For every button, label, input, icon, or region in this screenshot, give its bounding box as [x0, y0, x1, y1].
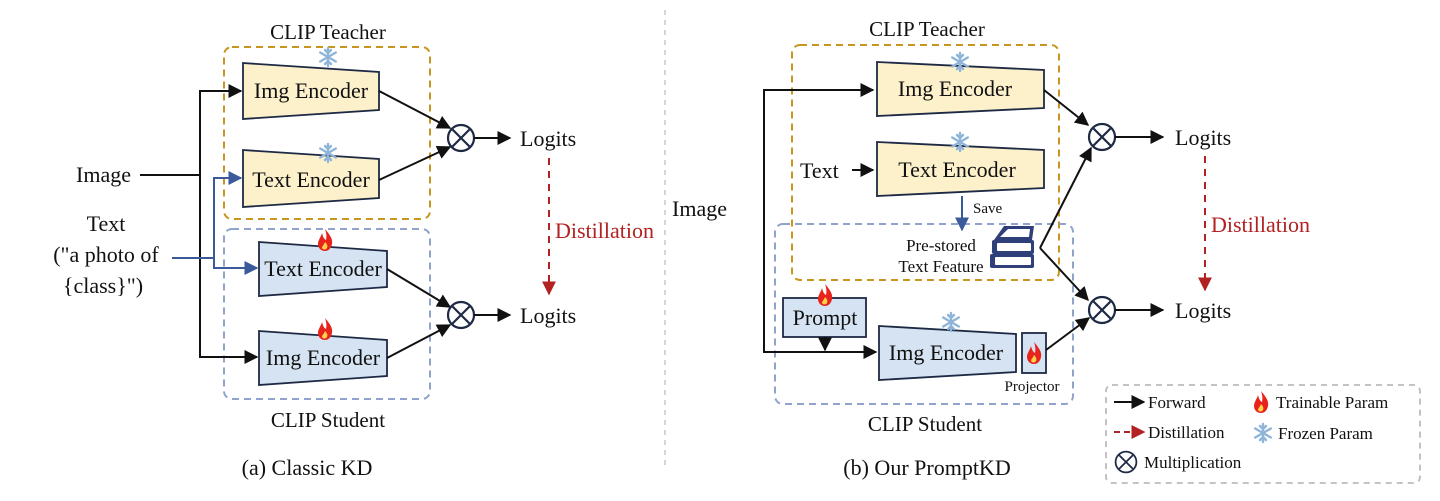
logits-bottom-label: Logits	[520, 303, 576, 328]
prestored-line1: Pre-stored	[906, 236, 976, 255]
forward-arrow	[386, 268, 452, 308]
multiplication-icon	[1087, 122, 1117, 152]
text-encoder-student-box	[258, 241, 388, 297]
student-box	[774, 223, 1074, 405]
legend-box	[1105, 384, 1421, 484]
input-text-line1: Text	[87, 211, 126, 236]
img-encoder-student-label: Img Encoder	[889, 340, 1004, 365]
student-title: CLIP Student	[271, 408, 385, 432]
multiplication-icon	[1087, 295, 1117, 325]
img-encoder-student-box	[878, 325, 1017, 381]
teacher-box	[791, 44, 1060, 281]
forward-arrow	[1043, 89, 1090, 126]
projector-label: Projector	[1005, 379, 1060, 395]
student-title: CLIP Student	[868, 412, 982, 436]
forward-arrow	[386, 324, 452, 359]
snowflake-icon	[942, 311, 960, 333]
logits-top-label: Logits	[1175, 125, 1231, 150]
book-stack-icon	[990, 226, 1034, 268]
snowflake-icon	[319, 46, 337, 68]
text-encoder-student-label: Text Encoder	[264, 256, 382, 281]
input-image-label: Image	[672, 196, 727, 221]
save-label: Save	[973, 201, 1003, 217]
prestored-line2: Text Feature	[898, 257, 983, 276]
input-image-label: Image	[76, 162, 131, 187]
multiplication-icon	[446, 300, 476, 330]
teacher-box	[223, 46, 431, 220]
forward-arrow	[1039, 146, 1092, 249]
legend-forward-label: Forward	[1148, 393, 1206, 412]
legend-trainable-label: Trainable Param	[1276, 393, 1388, 412]
teacher-title: CLIP Teacher	[869, 17, 985, 41]
panel-a: CLIP Teacher CLIP Student Img Encoder Te…	[53, 20, 654, 480]
fire-icon	[318, 318, 333, 340]
forward-arrow	[763, 83, 875, 210]
input-text-label: Text	[800, 158, 839, 183]
forward-arrow	[763, 210, 878, 359]
distillation-label: Distillation	[555, 218, 654, 243]
fire-icon	[818, 284, 833, 306]
legend: Forward Distillation Multiplication Trai…	[1105, 384, 1421, 484]
img-encoder-student-label: Img Encoder	[266, 345, 381, 370]
text-encoder-teacher-label: Text Encoder	[252, 167, 370, 192]
input-text-line2: ("a photo of	[53, 242, 159, 267]
distillation-label: Distillation	[1211, 212, 1310, 237]
snowflake-icon	[1253, 422, 1273, 444]
forward-arrow	[199, 175, 259, 364]
logits-bottom-label: Logits	[1175, 298, 1231, 323]
legend-multiplication-label: Multiplication	[1144, 453, 1242, 472]
text-encoder-teacher-label: Text Encoder	[898, 157, 1016, 182]
text-arrow	[172, 171, 243, 259]
forward-arrow	[140, 84, 243, 176]
caption-b: (b) Our PromptKD	[843, 455, 1010, 480]
forward-arrow	[378, 145, 452, 181]
img-encoder-teacher-label: Img Encoder	[898, 76, 1013, 101]
img-encoder-teacher-box	[242, 62, 380, 120]
legend-frozen-label: Frozen Param	[1278, 424, 1373, 443]
text-encoder-teacher-box	[876, 141, 1045, 197]
fire-icon	[318, 229, 333, 251]
logits-top-label: Logits	[520, 126, 576, 151]
input-text-line3: {class}")	[63, 273, 143, 298]
text-arrow	[213, 258, 259, 275]
img-encoder-teacher-box	[876, 61, 1045, 117]
multiplication-icon	[1114, 450, 1138, 474]
forward-arrow	[378, 90, 452, 129]
img-encoder-student-box	[258, 330, 388, 386]
teacher-title: CLIP Teacher	[270, 20, 386, 44]
student-box	[223, 228, 431, 400]
multiplication-icon	[446, 123, 476, 153]
panel-b: CLIP Teacher CLIP Student Img Encoder Te…	[672, 17, 1310, 480]
img-encoder-teacher-label: Img Encoder	[254, 78, 369, 103]
legend-distillation-label: Distillation	[1148, 423, 1225, 442]
forward-arrow	[1039, 247, 1089, 302]
caption-a: (a) Classic KD	[242, 455, 373, 480]
fire-icon	[1254, 391, 1269, 413]
forward-arrow	[1045, 317, 1091, 351]
prompt-label: Prompt	[793, 305, 858, 330]
